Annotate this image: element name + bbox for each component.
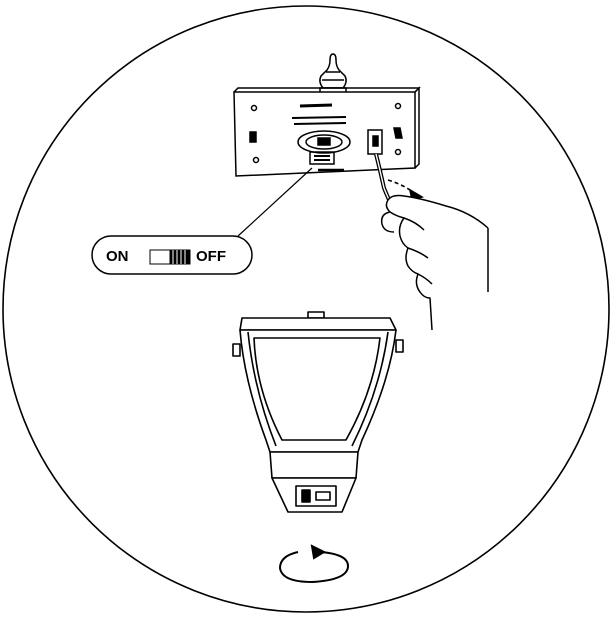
switch-callout: ON OFF: [92, 236, 252, 274]
callout-leader: [238, 168, 312, 236]
lantern-body: [233, 312, 403, 512]
mounting-plate: [234, 54, 419, 176]
hand-illustration: [382, 196, 488, 331]
slide-switch-icon: [150, 250, 190, 264]
switch-on-label: ON: [106, 248, 129, 265]
switch-off-label: OFF: [196, 248, 226, 265]
rotate-arrow-icon: [280, 546, 348, 582]
